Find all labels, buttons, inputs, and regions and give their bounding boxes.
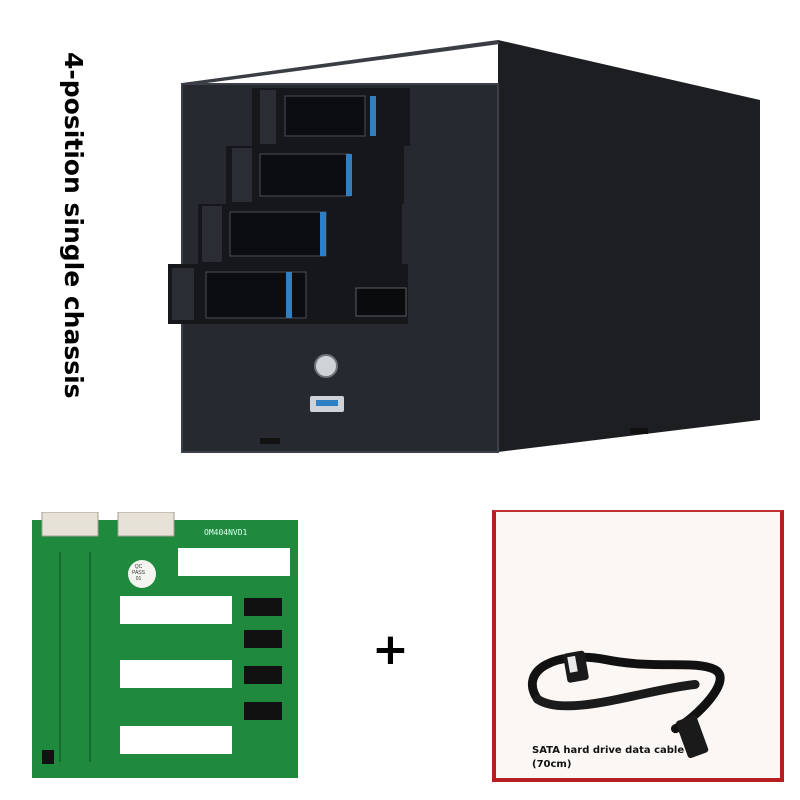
product-title-text: 4-position single chassis: [59, 52, 88, 399]
drive-tray: [252, 88, 410, 146]
sata-port-icon: [244, 702, 282, 720]
power-button-icon: [314, 354, 338, 378]
chassis-image: [168, 40, 760, 453]
board-model-label: OM404NVD1: [204, 528, 248, 537]
product-title: 4-position single chassis: [59, 52, 88, 399]
qc-sticker-label: QC PASS 01: [132, 564, 145, 582]
drive-tray: [198, 204, 402, 264]
sata-port-icon: [244, 666, 282, 684]
cable-caption: SATA hard drive data cable (70cm): [532, 745, 685, 770]
drive-tray: [226, 146, 404, 204]
sata-port-icon: [244, 630, 282, 648]
plus-sign: +: [372, 624, 409, 675]
cable-panel: SATA hard drive data cable (70cm): [492, 510, 784, 782]
sata-port-icon: [244, 598, 282, 616]
sata-cable-image: [527, 650, 725, 759]
backplane-board-image: OM404NVD1 QC PASS 01: [32, 511, 302, 780]
drive-tray: [168, 264, 408, 324]
